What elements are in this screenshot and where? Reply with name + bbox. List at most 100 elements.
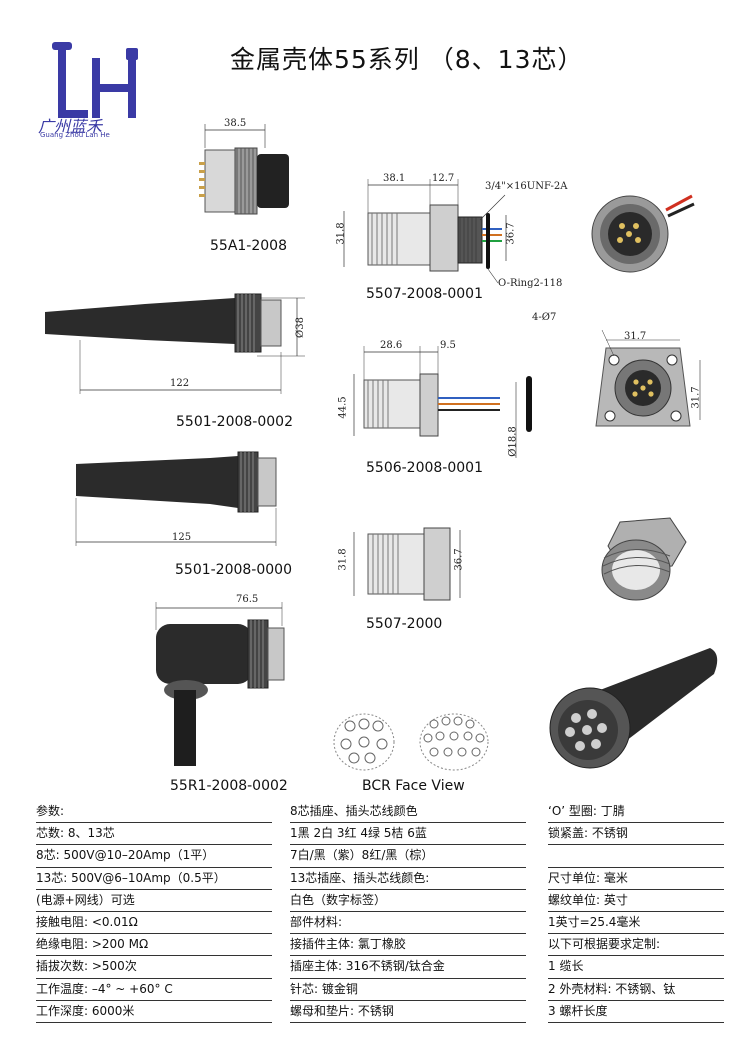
spec-cell: 8芯插座、插头芯线颜色 (290, 804, 418, 818)
table-divider (548, 999, 724, 1001)
drawing-5501-2008-0000 (75, 451, 277, 546)
drawing-5507-2000 (353, 527, 461, 601)
table-divider (290, 933, 526, 935)
dim-5506-a: 28.6 (380, 340, 403, 351)
spec-cell: 绝缘电阻: >200 MΩ (36, 937, 149, 952)
spec-cell: 芯数: 8、13芯 (36, 826, 115, 841)
table-divider (548, 844, 724, 846)
table-divider (36, 999, 272, 1001)
table-divider (548, 977, 724, 979)
spec-cell: 1英寸=25.4毫米 (548, 915, 641, 929)
dim-flange-width: 31.7 (624, 331, 647, 342)
table-divider (36, 1022, 272, 1023)
spec-cell: ‘O’ 型圈: 丁腈 (548, 804, 625, 818)
label-55r1-2008-0002: 55R1-2008-0002 (170, 778, 288, 794)
table-divider (36, 977, 272, 979)
spec-cell: 接插件主体: 氯丁橡胶 (290, 937, 406, 952)
spec-cell: 插拔次数: >500次 (36, 959, 137, 974)
label-55a1-2008: 55A1-2008 (210, 238, 287, 254)
logo-brand-cn: 广州蓝禾 (38, 117, 103, 136)
spec-cell: 13芯: 500V@6–10Amp（0.5平） (36, 870, 226, 885)
drawing-5507-2008-0001 (343, 179, 507, 284)
label-bcr-face-view: BCR Face View (362, 778, 465, 794)
spec-cell: 2 外壳材料: 不锈钢、钛 (548, 981, 676, 996)
table-divider (290, 888, 526, 890)
page-title: 金属壳体55系列 （8、13芯） (230, 45, 584, 74)
dim-5507-2000-flange: 36.7 (453, 548, 465, 571)
table-divider (36, 822, 272, 824)
table-divider (36, 888, 272, 890)
table-divider (548, 866, 724, 868)
spec-cell: 针芯: 镀金铜 (290, 981, 358, 996)
spec-cell: 3 螺杆长度 (548, 1003, 608, 1018)
label-5506-2008-0001: 5506-2008-0001 (366, 460, 483, 476)
spec-cell: 8芯: 500V@10–20Amp（1平） (36, 848, 215, 863)
spec-cell: 锁紧盖: 不锈钢 (548, 826, 628, 841)
table-divider (290, 822, 526, 824)
dim-5506-diameter: Ø18.8 (507, 426, 519, 457)
dim-5501-diameter: Ø38 (294, 317, 306, 338)
table-divider (36, 955, 272, 957)
table-divider (548, 888, 724, 890)
table-divider (548, 911, 724, 912)
dim-5507-2000-height: 31.8 (337, 548, 349, 571)
spec-cell: 7白/黑（紫）8红/黑（棕） (290, 848, 434, 863)
bcr-face-view-13pin (419, 713, 489, 771)
spec-cell: 尺寸单位: 毫米 (548, 870, 628, 885)
dim-5507-height: 31.8 (335, 222, 347, 245)
table-divider (290, 866, 526, 868)
spec-cell: 螺纹单位: 英寸 (548, 892, 628, 907)
spec-cell: 工作温度: –4° ~ +60° C (36, 981, 173, 996)
label-5501-2008-0000: 5501-2008-0000 (175, 562, 292, 578)
spec-cell: 插座主体: 316不锈钢/钛合金 (290, 959, 445, 974)
dim-flange-holes: 4-Ø7 (532, 312, 557, 323)
dim-5501-length: 122 (170, 378, 190, 389)
table-divider (290, 955, 526, 957)
table-divider (290, 1022, 526, 1023)
dim-5507-b: 12.7 (432, 173, 455, 184)
table-divider (548, 1022, 724, 1023)
spec-cell: 参数: (36, 804, 65, 818)
photo-cable-connector (549, 648, 718, 769)
spec-cell: 部件材料: (290, 915, 343, 929)
table-divider (36, 844, 272, 846)
label-5507-2000: 5507-2000 (366, 616, 443, 632)
dim-5506-b: 9.5 (440, 340, 456, 351)
drawing-5506-2008-0001 (353, 346, 532, 458)
spec-cell: 工作深度: 6000米 (36, 1003, 135, 1018)
spec-cell: 以下可根据要求定制: (548, 937, 661, 952)
spec-cell: (电源+网线）可选 (36, 892, 135, 907)
dim-5507-flange: 36.7 (505, 222, 517, 245)
dim-5506-height: 44.5 (337, 396, 349, 419)
drawing-5501-2008-0002 (45, 293, 305, 394)
dim-55r1-length: 76.5 (236, 594, 259, 605)
spec-cell: 1 缆长 (548, 959, 584, 974)
label-5501-2008-0002: 5501-2008-0002 (176, 414, 293, 430)
table-divider (548, 955, 724, 957)
spec-cell: 接触电阻: <0.01Ω (36, 915, 138, 929)
table-divider (290, 844, 526, 846)
photo-threaded-body (601, 517, 687, 601)
spec-table: 参数: 芯数: 8、13芯 8芯: 500V@10–20Amp（1平） 13芯: 50… (36, 801, 724, 1025)
table-divider (36, 866, 272, 868)
spec-cell: 白色（数字标签） (290, 892, 387, 907)
dim-5507-oring: O-Ring2-118 (498, 278, 563, 289)
table-divider (548, 933, 724, 935)
photo-bulkhead-connector (591, 194, 695, 273)
table-divider (36, 911, 272, 912)
brand-logo (52, 42, 138, 118)
spec-cell (548, 845, 724, 867)
spec-cell: 1黑 2白 3红 4绿 5桔 6蓝 (290, 826, 427, 841)
label-5507-2008-0001: 5507-2008-0001 (366, 286, 483, 302)
dim-55a1-length: 38.5 (224, 118, 247, 129)
table-divider (548, 822, 724, 824)
logo-brand-en: Guang Zhou Lan He (40, 131, 110, 139)
dim-5507-thread: 3/4"×16UNF-2A (485, 181, 568, 192)
spec-cell: 13芯插座、插头芯线颜色: (290, 870, 430, 885)
dim-5501-0000-length: 125 (172, 532, 192, 543)
drawing-55a1-2008 (199, 124, 289, 215)
drawing-55r1-2008-0002 (155, 602, 285, 766)
table-divider (290, 911, 526, 912)
table-divider (290, 977, 526, 979)
spec-cell: 螺母和垫片: 不锈钢 (290, 1003, 394, 1018)
